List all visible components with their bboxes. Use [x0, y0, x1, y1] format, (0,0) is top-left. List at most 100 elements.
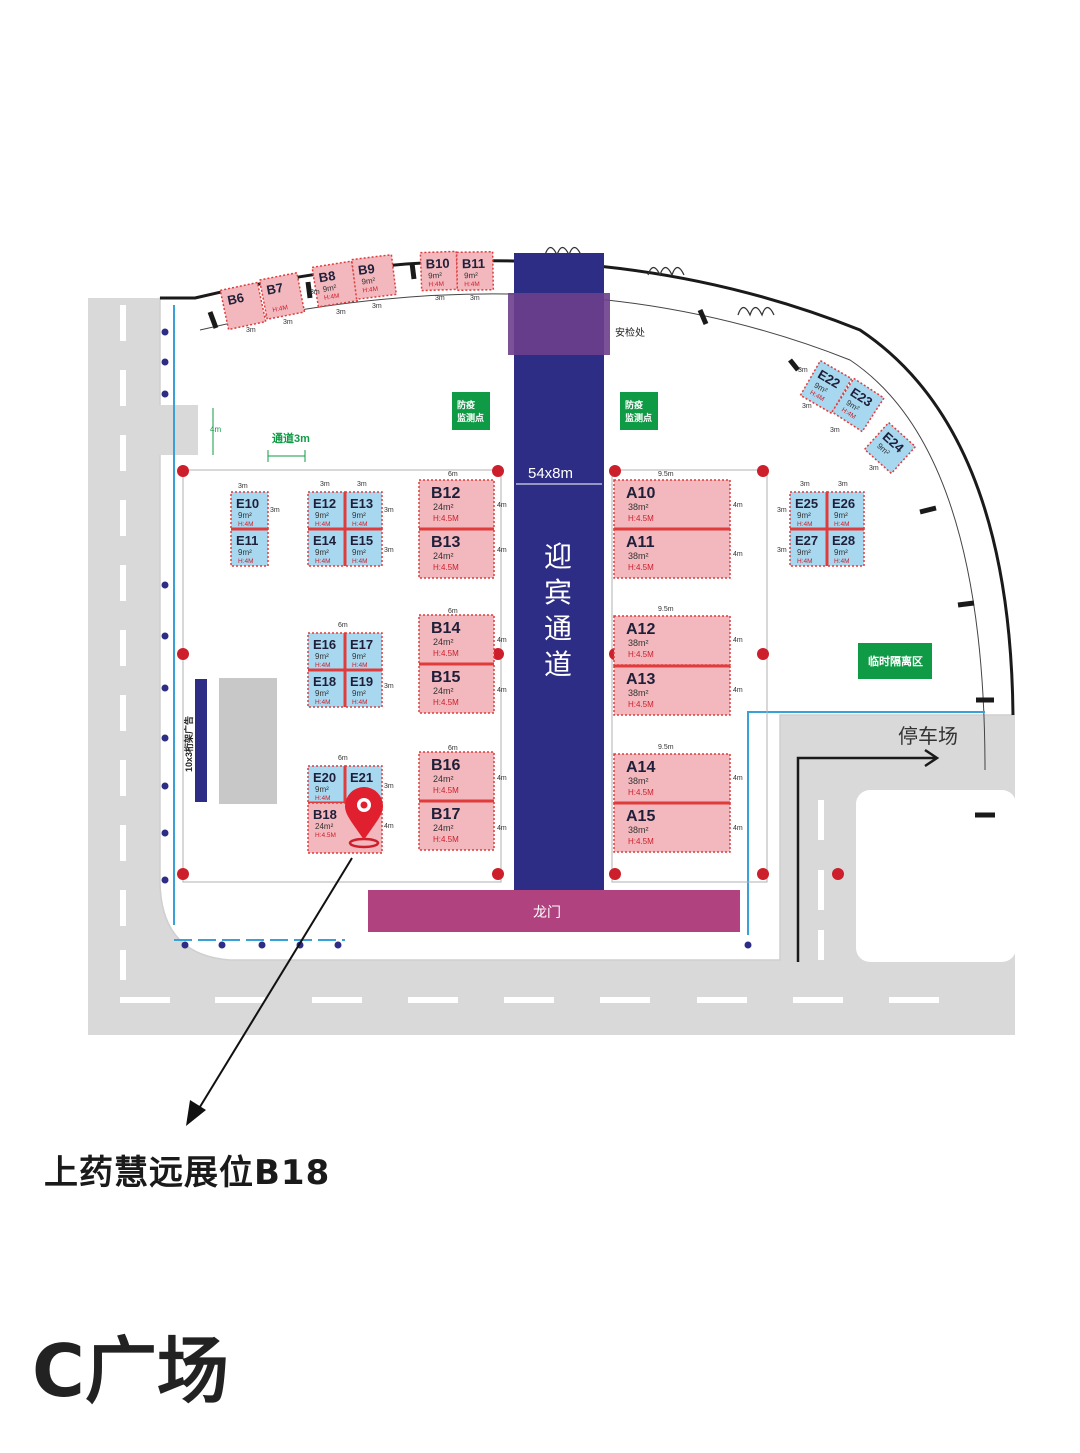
- dimension-label: 4m: [497, 502, 507, 509]
- epidemic-point-left: [452, 392, 490, 430]
- booth-caption: 上药慧远展位B18: [44, 1153, 331, 1193]
- booth-height: H:4M: [352, 521, 368, 528]
- corridor-char-4: 道: [544, 649, 572, 680]
- booth-label: A11: [626, 534, 655, 551]
- booth-label: E15: [350, 533, 373, 548]
- booth-height: H:4M: [238, 521, 254, 528]
- dimension-label: 3m: [384, 783, 394, 790]
- dimension-label: 3m: [869, 465, 879, 472]
- truss-ad-bar: [195, 679, 207, 802]
- dimension-label: 3m: [838, 481, 848, 488]
- booth-area: 9m²: [315, 785, 329, 794]
- booth-area: 24m²: [433, 774, 454, 784]
- booth-height: H:4M: [324, 292, 340, 301]
- dimension-label: 3m: [320, 481, 330, 488]
- booth-height: H:4M: [362, 286, 378, 295]
- location-pin-icon[interactable]: [345, 787, 383, 849]
- dimension-label: 6m: [448, 608, 458, 615]
- security-checkpoint: [508, 293, 610, 355]
- dimension-label: 4m: [497, 547, 507, 554]
- dimension-label: 3m: [310, 289, 320, 296]
- dimension-label: 4m: [497, 687, 507, 694]
- booth-height: H:4M: [352, 662, 368, 669]
- booth-label: A10: [626, 485, 655, 502]
- dimension-label: 3m: [384, 683, 394, 690]
- dimension-label: 3m: [384, 547, 394, 554]
- booth-label: B7: [265, 280, 284, 298]
- welcome-corridor: [514, 253, 604, 890]
- epidemic-left-line1: 防疫: [457, 399, 475, 410]
- booth-label: E12: [313, 496, 336, 511]
- epidemic-right-line2: 监测点: [625, 412, 652, 423]
- booth-height: H:4.5M: [433, 649, 459, 658]
- epidemic-right-line1: 防疫: [625, 399, 643, 410]
- hall-outlines: [182, 469, 768, 883]
- dimension-label: 6m: [448, 471, 458, 478]
- parking-arrow: [796, 756, 935, 962]
- booth-label: A13: [626, 671, 655, 688]
- booth-height: H:4.5M: [433, 514, 459, 523]
- booth-area: 38m²: [628, 551, 649, 561]
- booth-height: H:4M: [352, 558, 368, 565]
- dimension-label: 3m: [336, 309, 346, 316]
- passage-label: 通道3m: [272, 431, 310, 445]
- booth-label: E11: [236, 533, 258, 548]
- dimension-label: 4m: [733, 775, 743, 782]
- booth-label: E28: [832, 533, 855, 548]
- booth-area: 24m²: [433, 502, 454, 512]
- booth-height: H:4M: [315, 662, 331, 669]
- booth-area: 9m²: [315, 548, 329, 557]
- booth-label: B18: [313, 807, 337, 822]
- booth-area: 9m²: [352, 511, 366, 520]
- booths-layer: B1224m²H:4.5MB1324m²H:4.5MB1424m²H:4.5MB…: [219, 250, 917, 854]
- booth-b7[interactable]: B7H:4M: [258, 271, 306, 321]
- booth-area: 9m²: [834, 548, 848, 557]
- booth-area: 9m²: [797, 511, 811, 520]
- gate-label: 龙门: [533, 904, 561, 920]
- booth-height: H:4M: [834, 521, 850, 528]
- pointer-line: [194, 857, 353, 1116]
- booth-height: H:4.5M: [433, 698, 459, 707]
- road-dashes: [120, 305, 939, 1003]
- booth-area: 38m²: [628, 825, 649, 835]
- inner-arc: [199, 293, 986, 771]
- booth-area: 38m²: [628, 638, 649, 648]
- booth-height: H:4M: [315, 558, 331, 565]
- booth-height: H:4M: [315, 795, 331, 802]
- booth-b6[interactable]: B6: [219, 281, 267, 331]
- dimension-label: 9.5m: [658, 744, 674, 751]
